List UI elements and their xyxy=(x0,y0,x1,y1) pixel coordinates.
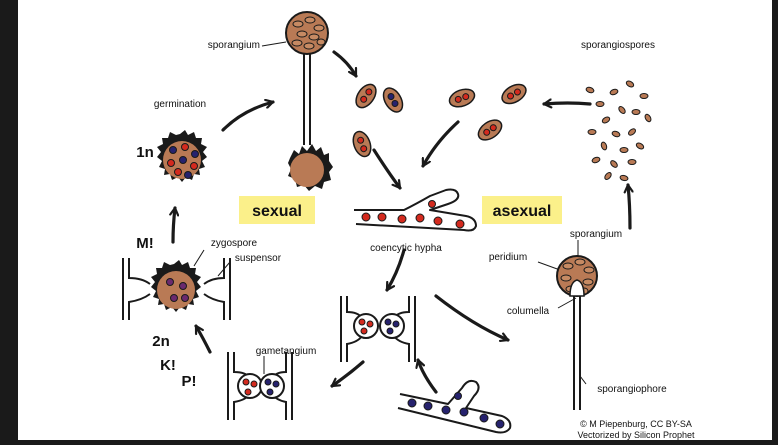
sporangium-spores xyxy=(291,16,326,50)
nuclei xyxy=(358,318,400,335)
zygospore-label: zygospore xyxy=(211,238,258,249)
right-suspensor xyxy=(203,258,231,320)
coenocytic-hypha-minus xyxy=(397,379,512,434)
gametangia-fusion xyxy=(227,352,293,420)
sporangiospores-label: sporangiospores xyxy=(581,40,655,51)
coenocytic-hypha-plus xyxy=(354,188,477,232)
spores-left xyxy=(352,83,404,158)
asexual-sporangium xyxy=(537,240,598,410)
spore xyxy=(448,88,476,108)
zygospore-leader xyxy=(193,249,205,267)
arrow-germination-to-sporangium xyxy=(221,102,275,132)
germinating-zygospore xyxy=(157,130,207,182)
spore xyxy=(382,87,404,113)
sporangiophore-stalk xyxy=(303,54,311,145)
gametangium-label: gametangium xyxy=(256,346,317,357)
sporangium-right-label: sporangium xyxy=(570,229,622,240)
spore xyxy=(355,83,377,109)
spore xyxy=(352,130,372,158)
asexual-label: asexual xyxy=(493,203,552,220)
zygospore-body xyxy=(290,153,324,187)
arrow-hypha-to-asexual xyxy=(434,294,510,340)
sexual-sporangium xyxy=(261,11,333,191)
arrow-sporangium-to-sporangiospores xyxy=(628,183,630,230)
sporangium-top-label: sporangium xyxy=(208,40,260,51)
nuclei xyxy=(242,378,280,396)
plus-tip xyxy=(353,313,379,339)
minus-tip xyxy=(379,313,405,339)
arrow-hypha-to-conjugation xyxy=(385,248,406,292)
sexual-box xyxy=(239,196,315,224)
suspensor-leader xyxy=(217,261,231,277)
zygomycete-life-cycle-diagram: sexual asexual sporangium sporangiospore… xyxy=(122,11,695,440)
karyogamy-label: K! xyxy=(160,357,176,374)
sporangiophore-label: sporangiophore xyxy=(597,384,667,395)
arrow-zygospore-to-germination xyxy=(173,206,175,244)
credit-line-2: Vectorized by Silicon Prophet xyxy=(577,430,695,440)
columella-label: columella xyxy=(507,306,550,317)
hyphal-conjugation xyxy=(340,296,416,362)
ploidy-1n-label: 1n xyxy=(136,144,154,161)
peridium-leader xyxy=(537,261,561,271)
columella xyxy=(569,279,585,297)
sporangiospores-cloud xyxy=(585,80,652,182)
cycle-arrows xyxy=(173,50,630,394)
arrow-sporangium-to-spores xyxy=(332,50,358,78)
arrow-right-spores-to-hypha xyxy=(421,120,460,168)
meiosis-label: M! xyxy=(136,235,154,252)
germination-label: germination xyxy=(154,99,206,110)
nuclei xyxy=(407,392,505,429)
spore xyxy=(477,119,503,141)
suspensor-label: suspensor xyxy=(235,253,282,264)
sporangium-label-leader xyxy=(261,41,287,47)
nuclei xyxy=(166,278,189,302)
spores-middle xyxy=(448,83,527,141)
asexual-box xyxy=(482,196,562,224)
arrow-spores-to-hypha xyxy=(372,148,402,190)
arrow-sporangiospores-to-spores xyxy=(542,103,592,104)
zygospore-body xyxy=(157,271,195,309)
ploidy-2n-label: 2n xyxy=(152,333,170,350)
sporangiophore xyxy=(573,296,581,410)
plasmogamy-label: P! xyxy=(182,373,197,390)
arrow-conjugation-to-gametangium xyxy=(330,360,365,388)
arrow-minus-hypha-to-conjugation xyxy=(418,358,438,394)
nuclei xyxy=(167,143,199,179)
left-suspensor xyxy=(122,258,151,320)
stalk-fill xyxy=(305,54,309,145)
arrow-gametangium-to-zygospore xyxy=(194,324,212,354)
sexual-label: sexual xyxy=(252,203,302,220)
hypha-outline xyxy=(397,379,512,434)
peridium-label: peridium xyxy=(489,252,527,263)
nuclei xyxy=(361,200,465,229)
zygospore-with-suspensors xyxy=(122,249,231,320)
credit-line-1: © M Piepenburg, CC BY-SA xyxy=(580,419,692,429)
spore xyxy=(501,83,527,105)
diagram-canvas: sexual asexual sporangium sporangiospore… xyxy=(18,0,772,440)
coenocytic-hypha-label: coencytic hypha xyxy=(370,243,442,254)
